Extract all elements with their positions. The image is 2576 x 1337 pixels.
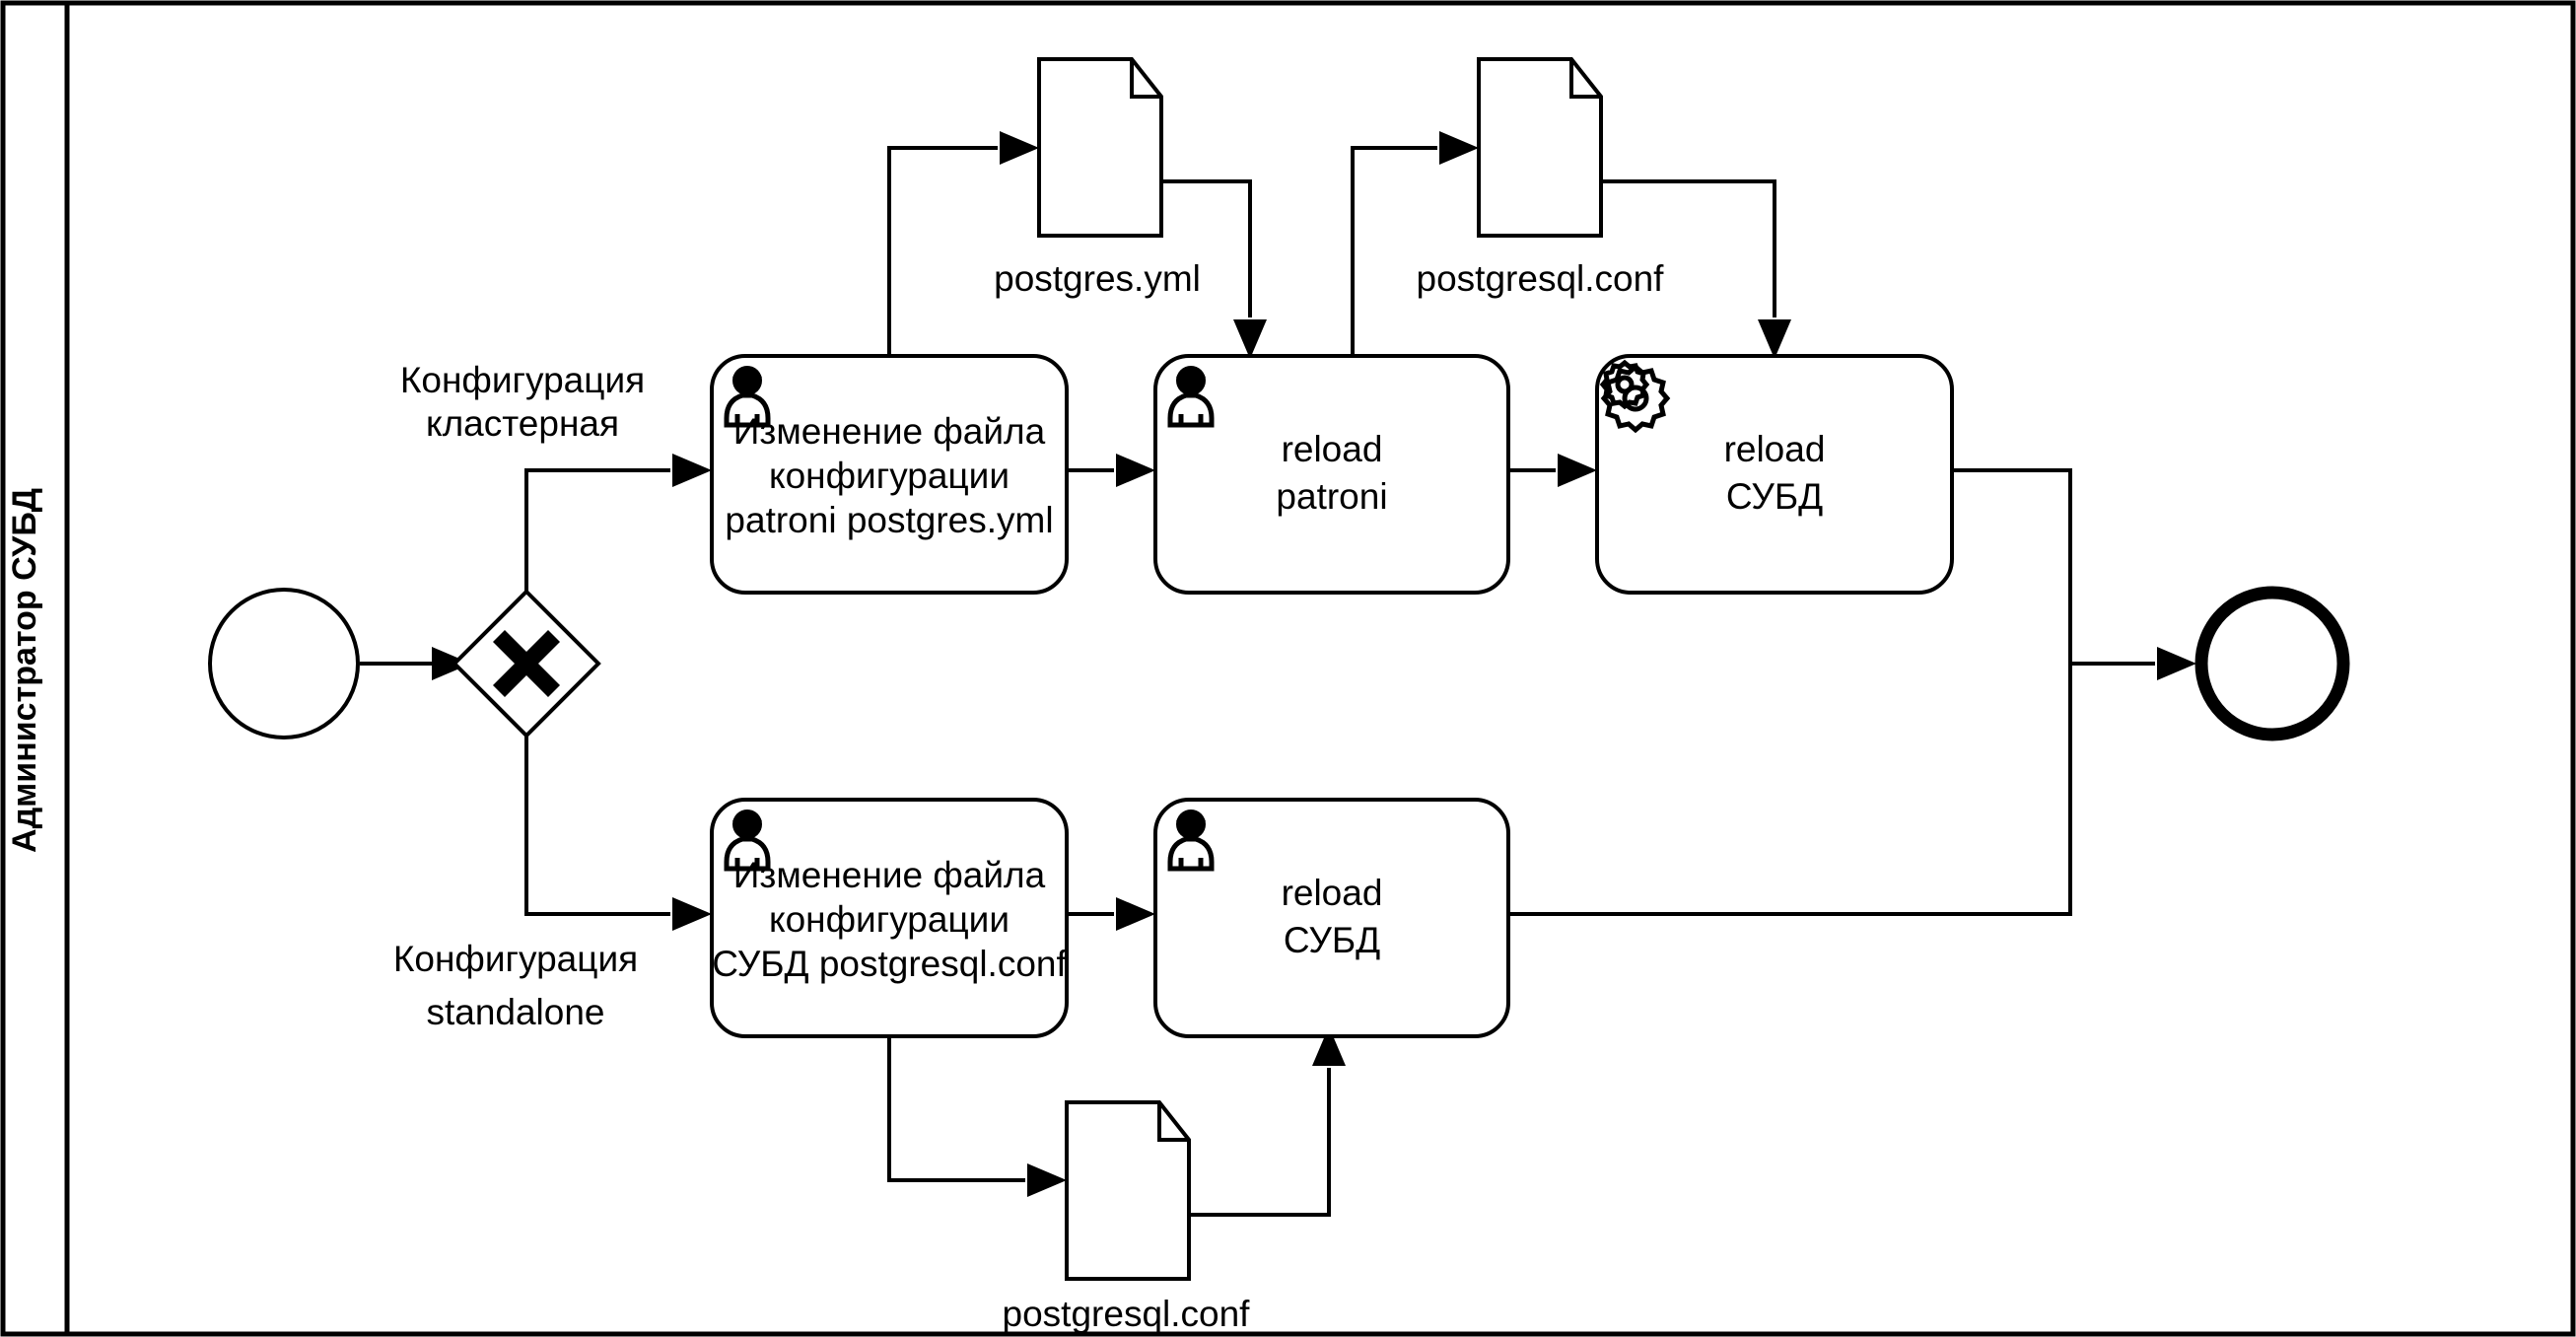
flow-doc2-to-task3: [1601, 179, 1776, 317]
task1-label-line3: patroni postgres.yml: [725, 500, 1053, 540]
doc1-fold-corner: [1130, 59, 1161, 99]
user-icon: [1167, 366, 1215, 428]
task1-box[interactable]: [710, 354, 1069, 595]
user-icon: [1167, 809, 1215, 872]
task5-box[interactable]: [1153, 798, 1510, 1038]
data-object-postgresql-conf-bottom[interactable]: postgresql.conf: [1003, 1100, 1251, 1334]
arrowhead-task2-to-task3: [1558, 454, 1597, 487]
task2-label-line2: patroni: [1276, 476, 1387, 517]
task4-label-line2: конфигурации: [769, 899, 1010, 940]
task5-label-line1: reload: [1282, 873, 1383, 913]
doc3-label: postgresql.conf: [1003, 1294, 1251, 1334]
arrowhead-task2-to-doc2: [1439, 131, 1479, 165]
flow-label-cluster-line2: кластерная: [426, 403, 619, 444]
task4-box[interactable]: [710, 798, 1069, 1038]
flow-task1-to-doc1: [887, 146, 998, 356]
doc2-body[interactable]: [1477, 57, 1603, 238]
doc3-body[interactable]: [1065, 1100, 1191, 1281]
task-reload-dbms-standalone[interactable]: reload СУБД: [1153, 798, 1510, 1038]
task-reload-patroni[interactable]: reload patroni: [1153, 354, 1510, 595]
flow-task3-to-end: [1952, 468, 2155, 666]
arrowhead-gateway-to-task4: [672, 897, 712, 931]
exclusive-gateway[interactable]: [452, 589, 601, 739]
task1-label-line1: Изменение файла: [733, 411, 1046, 452]
data-object-postgres-yml[interactable]: postgres.yml: [994, 57, 1201, 299]
task-change-dbms-config[interactable]: Изменение файла конфигурации СУБД postgr…: [710, 798, 1069, 1038]
doc1-body[interactable]: [1037, 57, 1163, 238]
start-event-circle[interactable]: [208, 588, 360, 739]
doc2-fold-corner: [1569, 59, 1601, 99]
arrowhead-gateway-to-task1: [672, 454, 712, 487]
task1-label-line2: конфигурации: [769, 456, 1010, 496]
flow-gateway-to-task4: [524, 736, 670, 916]
doc2-label: postgresql.conf: [1417, 258, 1665, 299]
arrowhead-task1-to-task2: [1116, 454, 1155, 487]
arrowhead-start-to-gateway: [432, 647, 471, 680]
arrowhead-to-end-event: [2157, 647, 2196, 680]
task4-label-line1: Изменение файла: [733, 855, 1046, 895]
task3-label-line1: reload: [1724, 429, 1826, 469]
doc1-label: postgres.yml: [994, 258, 1201, 299]
doc3-fold-corner: [1157, 1102, 1189, 1142]
task3-label-line2: СУБД: [1726, 476, 1823, 517]
task-change-patroni-config[interactable]: Изменение файла конфигурации patroni pos…: [710, 354, 1069, 595]
arrowhead-doc3-to-task5: [1312, 1026, 1346, 1066]
task2-box[interactable]: [1153, 354, 1510, 595]
lane-label: Администратор СУБД: [6, 488, 43, 853]
flow-gateway-to-task1: [524, 468, 670, 592]
end-event-circle[interactable]: [2194, 586, 2350, 741]
task-reload-dbms-cluster[interactable]: reload СУБД: [1595, 354, 1954, 595]
flow-task4-to-doc3: [887, 1028, 1025, 1182]
task5-label-line2: СУБД: [1284, 920, 1380, 960]
flow-task2-to-doc2: [1351, 146, 1437, 356]
end-event[interactable]: [2194, 586, 2350, 741]
flow-task5-to-merge: [1508, 664, 2072, 916]
flow-label-standalone-line1: Конфигурация: [393, 939, 638, 979]
flow-label-standalone-line2: standalone: [426, 992, 604, 1032]
arrowhead-task4-to-task5: [1116, 897, 1155, 931]
gear-icon: [1599, 359, 1671, 434]
user-icon: [724, 809, 771, 872]
flow-label-cluster-line1: Конфигурация: [400, 360, 645, 400]
start-event[interactable]: [208, 588, 360, 739]
flow-doc1-to-task2: [1161, 179, 1252, 317]
task3-box[interactable]: [1595, 354, 1954, 595]
flow-label-standalone: Конфигурация standalone: [393, 939, 638, 1032]
task2-label-line1: reload: [1282, 429, 1383, 469]
arrowhead-doc2-to-task3: [1758, 319, 1791, 359]
flow-doc3-to-task5: [1189, 1068, 1331, 1217]
arrowhead-doc1-to-task2: [1233, 319, 1267, 359]
gateway-x-marker-line2: [492, 629, 561, 698]
flow-label-cluster: Конфигурация кластерная: [400, 360, 645, 444]
user-icon: [724, 366, 771, 428]
data-object-postgresql-conf-top[interactable]: postgresql.conf: [1417, 57, 1665, 299]
sequence-flows: [360, 131, 2196, 1217]
task4-label-line3: СУБД postgresql.conf: [712, 944, 1067, 984]
arrowhead-task4-to-doc3: [1027, 1163, 1067, 1197]
arrowhead-task1-to-doc1: [1000, 131, 1039, 165]
